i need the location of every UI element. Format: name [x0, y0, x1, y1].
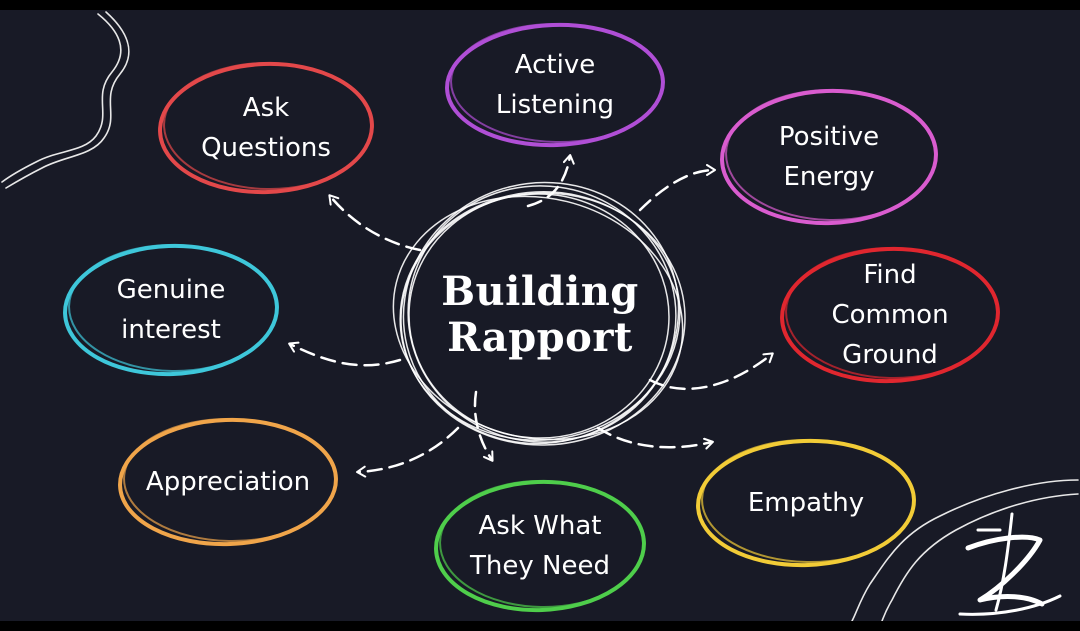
ask-what-they-need-ring — [439, 480, 646, 609]
center-circle-strand — [400, 192, 686, 446]
genuine-interest-label-line: Genuine — [116, 275, 226, 305]
node-rings — [63, 22, 1000, 613]
empathy-label-line: Empathy — [747, 488, 865, 518]
genuine-interest-label: Genuine interest — [117, 270, 226, 350]
genuine-interest-ring — [68, 244, 279, 373]
center-title-line-1: Building — [441, 268, 639, 315]
empathy-arrow — [596, 426, 714, 450]
empathy-label: Empathy — [748, 483, 864, 523]
find-common-ground-arrow — [648, 352, 774, 391]
find-common-ground-label-line: Find — [863, 260, 917, 290]
appreciation-ring — [123, 418, 338, 543]
find-common-ground-label-line: Common — [831, 300, 949, 330]
find-common-ground-ring — [785, 247, 1000, 380]
ask-questions-ring — [163, 62, 374, 191]
ask-questions-label-line: Ask — [242, 93, 290, 123]
corner-swirl-icon — [851, 479, 1079, 621]
center-circle-strand — [407, 185, 677, 443]
center-title: Building Rapport — [441, 269, 639, 361]
active-listening-ring — [450, 23, 665, 144]
positive-energy-arrow — [638, 164, 716, 212]
active-listening-arrow — [526, 154, 575, 208]
find-common-ground-label-line: Ground — [842, 340, 938, 370]
ask-what-they-need-label-line: They Need — [470, 551, 610, 581]
center-circle-strand — [402, 181, 680, 445]
connector-arrows — [288, 154, 774, 478]
positive-energy-label-line: Energy — [783, 162, 875, 192]
appreciation-label-line: Appreciation — [145, 467, 311, 497]
genuine-interest-arrow — [288, 341, 402, 367]
rapport-mind-map — [1, 11, 1079, 621]
active-listening-label-line: Active — [514, 50, 596, 80]
squiggle-decoration-icon — [1, 11, 130, 189]
ask-questions-arrow — [328, 194, 422, 252]
ask-what-they-need-label-line: Ask What — [478, 511, 602, 541]
appreciation-arrow — [356, 426, 460, 478]
appreciation-label: Appreciation — [146, 462, 310, 502]
positive-energy-label-line: Positive — [778, 122, 880, 152]
center-circle-strand — [408, 193, 670, 439]
center-title-line-2: Rapport — [447, 314, 633, 361]
ask-questions-label-line: Questions — [201, 133, 331, 163]
active-listening-label-line: Listening — [495, 90, 615, 120]
genuine-interest-label-line: interest — [121, 315, 221, 345]
center-sketch-circle — [392, 181, 686, 446]
positive-energy-ring — [725, 89, 938, 222]
brand-logo-icon — [958, 512, 1062, 616]
empathy-ring — [701, 439, 916, 564]
ask-what-they-need-arrow — [473, 390, 494, 462]
